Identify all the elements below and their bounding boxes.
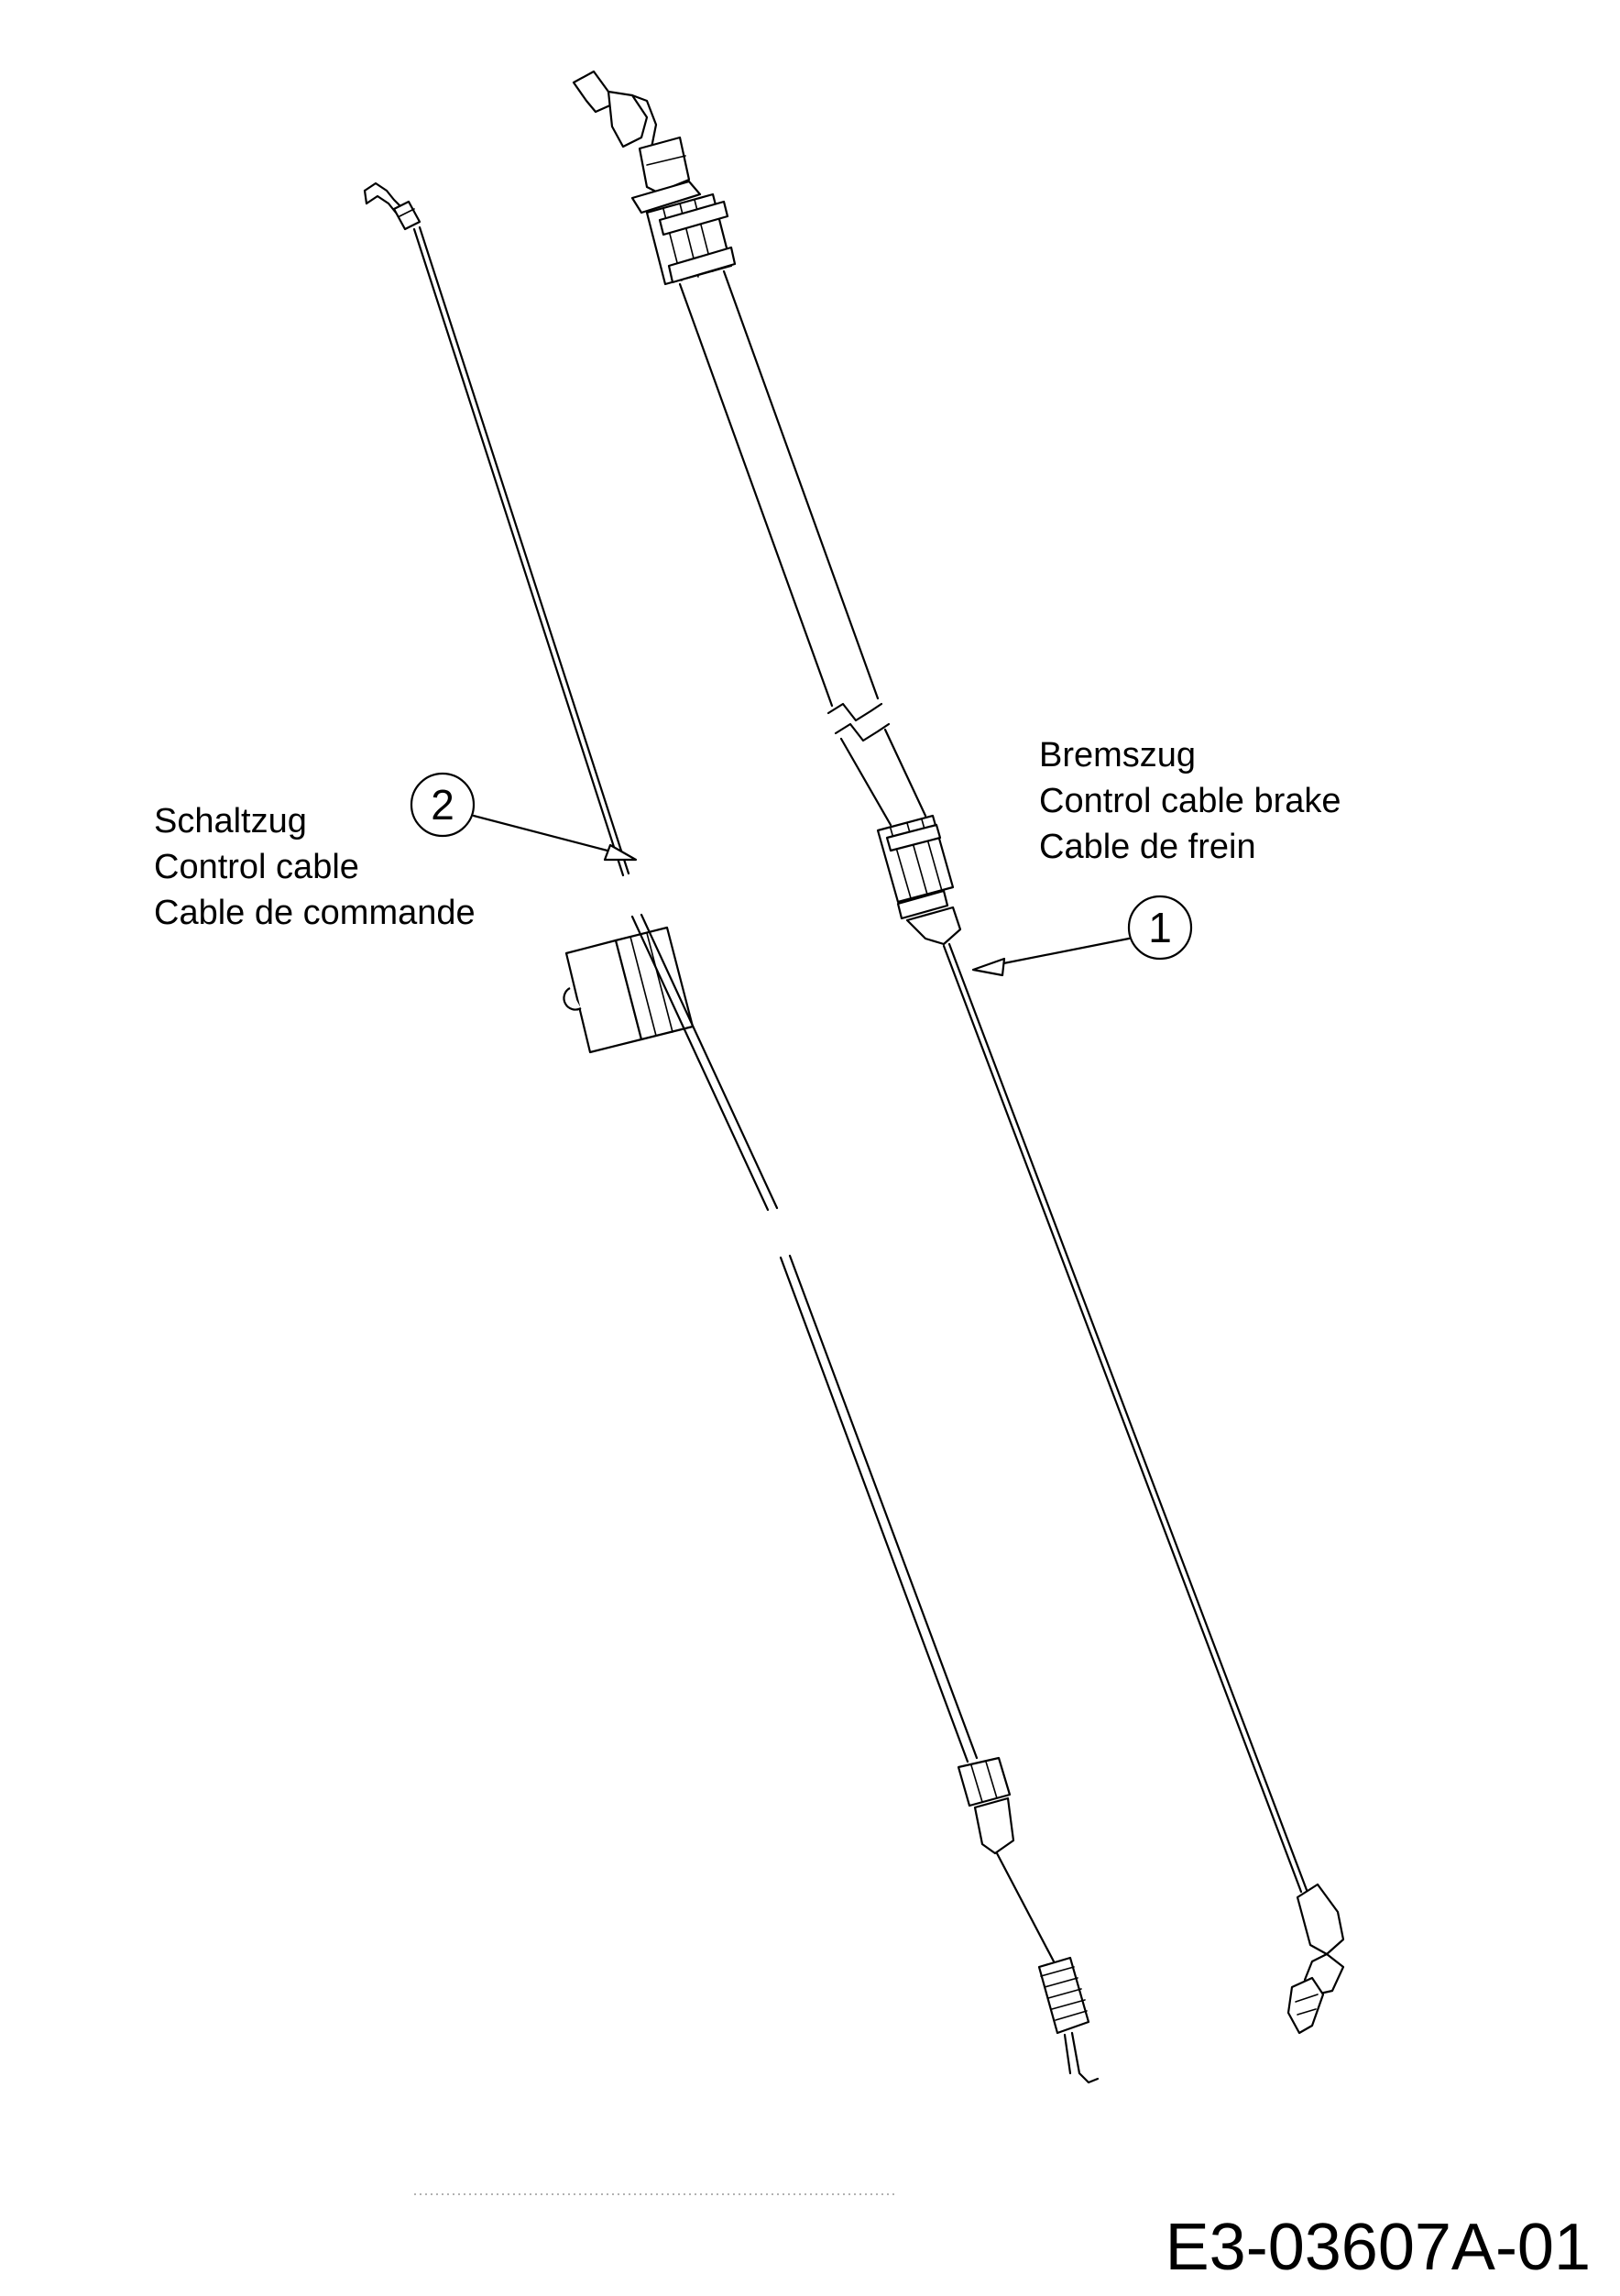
drawing-id: E3-03607A-01 (1166, 2211, 1591, 2284)
brake-adjuster-middle (876, 814, 962, 946)
callout-2-number: 2 (431, 781, 454, 829)
callout-1: 1 (971, 895, 1193, 977)
callout-2: 2 (410, 772, 638, 862)
label-2-de: Schaltzug (154, 802, 307, 840)
label-2-fr: Cable de commande (154, 894, 476, 932)
label-1-fr: Cable de frein (1039, 828, 1256, 866)
label-1-en: Control cable brake (1039, 782, 1341, 820)
control-cable-2 (363, 181, 1100, 2084)
cable-clamp (563, 926, 695, 1054)
label-2-en: Control cable (154, 848, 359, 886)
label-block-2: Schaltzug Control cable Cable de command… (154, 802, 476, 932)
brake-cable-1 (572, 70, 1345, 2035)
callout-1-number: 1 (1148, 904, 1172, 951)
brake-adjuster-top (645, 192, 737, 286)
label-1-de: Bremszug (1039, 736, 1196, 774)
spring (1037, 1956, 1090, 2035)
label-block-1: Bremszug Control cable brake Cable de fr… (1039, 736, 1341, 866)
